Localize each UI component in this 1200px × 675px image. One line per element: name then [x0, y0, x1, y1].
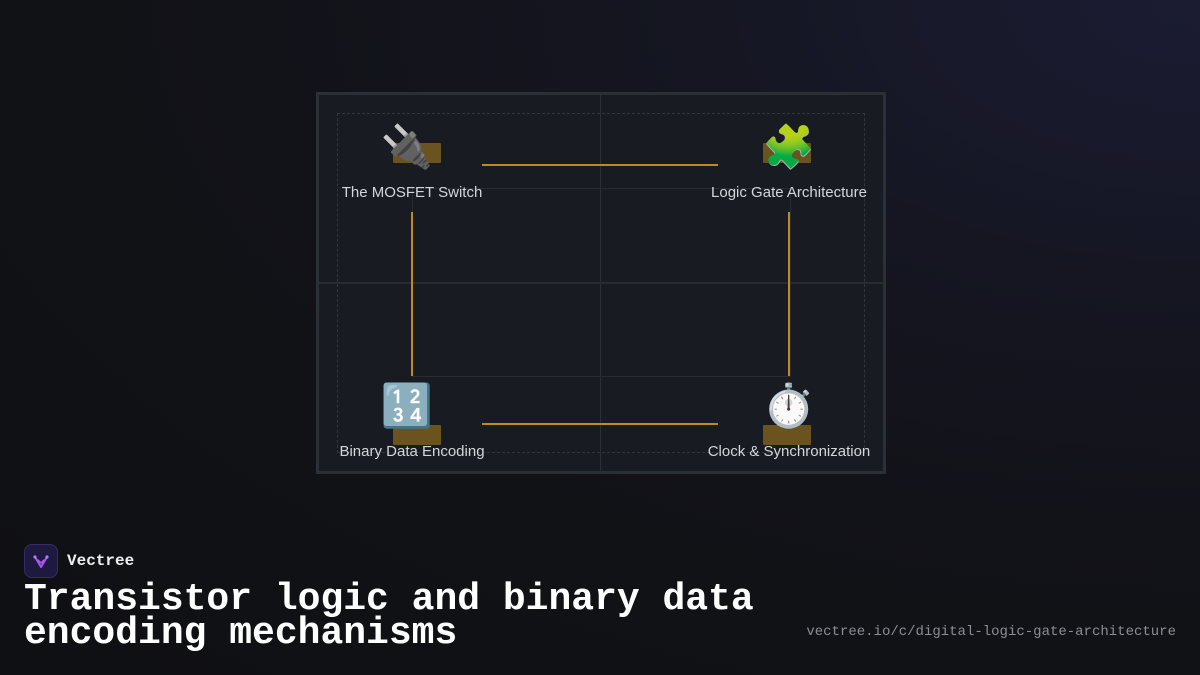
node-label: Logic Gate Architecture — [711, 184, 867, 201]
input-numbers-icon: 🔢 — [380, 381, 434, 430]
electric-plug-icon: 🔌 — [380, 122, 434, 171]
diagram-panel: 🔌 The MOSFET Switch 🧩 Logic Gate Archite… — [316, 92, 886, 474]
inner-grid-box — [412, 188, 791, 377]
node-badge — [393, 143, 441, 163]
edge-logic-gate-to-clock — [788, 212, 790, 376]
node-label: Clock & Synchronization — [707, 443, 871, 460]
brand: Vectree — [24, 544, 134, 578]
node-badge — [393, 425, 441, 445]
edge-clock-to-binary — [482, 423, 718, 425]
stopwatch-icon: ⏱️ — [762, 381, 816, 430]
node-label: The MOSFET Switch — [341, 184, 483, 201]
page-title: Transistor logic and binary data encodin… — [24, 578, 754, 655]
node-badge — [763, 425, 811, 445]
vectree-logo-icon — [24, 544, 58, 578]
edge-mosfet-to-logic-gate — [482, 164, 718, 166]
edge-binary-to-mosfet — [411, 212, 413, 376]
brand-name: Vectree — [67, 552, 135, 570]
node-badge — [763, 143, 811, 163]
node-label: Binary Data Encoding — [339, 443, 485, 460]
center-horizontal-divider — [319, 282, 883, 284]
source-url: vectree.io/c/digital-logic-gate-architec… — [806, 624, 1176, 640]
puzzle-piece-icon: 🧩 — [762, 122, 816, 171]
